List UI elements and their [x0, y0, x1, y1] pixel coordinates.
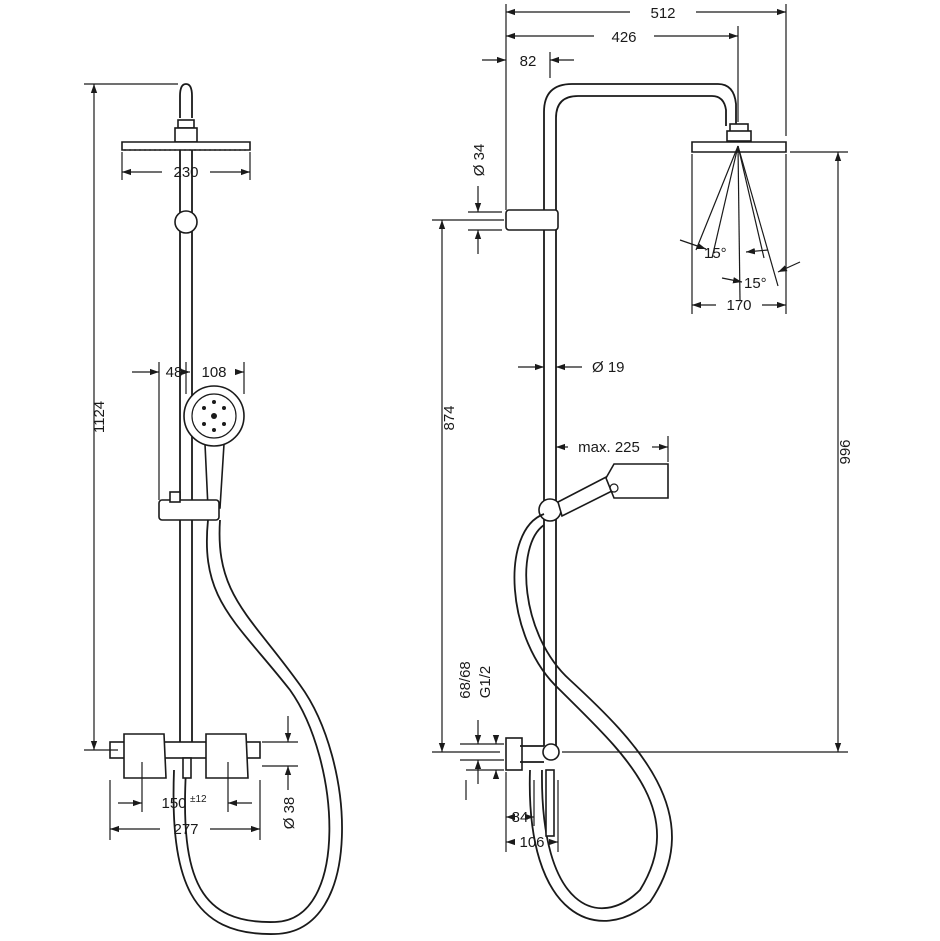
side-riser-arm	[543, 83, 737, 746]
dim-holder-diameter: Ø 34	[471, 144, 488, 177]
front-holder-button	[169, 491, 181, 503]
side-handshower-head	[605, 463, 669, 499]
dim-wall-clearance: 82	[520, 53, 537, 70]
dim-spray-angle-1: 15°	[704, 245, 727, 262]
dim-depth-2: 106	[519, 834, 544, 851]
front-ball-joint	[174, 210, 198, 234]
dim-holder-offset: 48	[166, 364, 183, 381]
front-riser-pipe	[179, 83, 193, 746]
dim-head-diameter: 230	[173, 164, 198, 181]
side-mixer-body	[505, 737, 523, 771]
dim-riser-diameter: Ø 19	[592, 359, 625, 376]
dim-head-height: 996	[837, 439, 854, 464]
dim-arm-total: 512	[650, 5, 675, 22]
side-view: 15° 15° 170 512 426 82	[432, 4, 854, 922]
side-holder-clamp	[505, 209, 559, 231]
front-slide-holder	[158, 499, 220, 521]
dim-spacing: 150	[161, 795, 186, 812]
front-head-nut	[174, 127, 198, 143]
front-shower-head	[121, 141, 251, 151]
dim-connection-2: G1/2	[477, 666, 494, 699]
dim-outlet: Ø 38	[281, 797, 298, 830]
side-hose	[513, 513, 658, 910]
front-handshower	[183, 385, 245, 509]
dim-spray-width: 170	[726, 297, 751, 314]
dim-total-height: 1124	[91, 401, 108, 433]
side-shower-head	[691, 141, 787, 153]
dim-spacing-tolerance: ±12	[190, 794, 207, 805]
side-head-nut	[726, 130, 752, 142]
dim-arm-reach: 426	[611, 29, 636, 46]
dim-mixer-width: 277	[173, 821, 198, 838]
front-view: 1124 230 48 108 150 ±12 277 Ø 38	[84, 83, 343, 935]
side-mixer-knob	[542, 743, 560, 761]
dim-spray-angle-2: 15°	[744, 275, 767, 292]
dim-riser-height: 874	[441, 405, 458, 430]
dim-connection-1: 68/68	[457, 661, 474, 699]
dim-depth-1: 84	[512, 809, 529, 826]
front-thermostat-mixer	[109, 733, 261, 779]
front-head-connector	[177, 119, 195, 129]
dim-handshower-head: 108	[201, 364, 226, 381]
side-outlet-pipe	[545, 769, 555, 837]
front-hose	[184, 519, 331, 923]
dim-hose-reach: max. 225	[578, 439, 640, 456]
